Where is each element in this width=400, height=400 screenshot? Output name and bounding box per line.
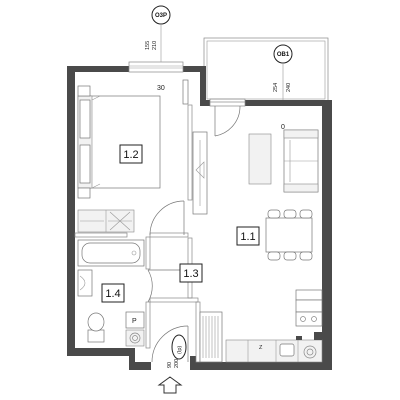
window-ob1-code: OB1 [277,52,290,58]
entrance-door-height: 200 [174,359,180,368]
room-tag-1-2: 1.2 [119,144,143,164]
living-furniture [192,129,319,261]
bathroom-furniture [77,239,180,347]
room-tag-1-4: 1.4 [101,283,125,303]
window-ob1-height-bottom: 240 [286,83,292,92]
washer-label: Z [259,345,263,351]
window-ob1-marker: OB1 254 240 0 [273,44,293,131]
room-label-1-3: 1.3 [183,268,198,280]
entrance-door-marker: (Ip) 90 200 [167,334,187,368]
window-o3p-height-top: 155 [145,41,151,50]
window-o3p-code: O3P [155,13,167,19]
room-label-1-1: 1.1 [240,231,255,243]
entrance-door-width: 90 [167,362,173,368]
window-o3p-frame [128,61,184,73]
hall-wardrobe [151,311,223,363]
window-o3p-marker: O3P 155 210 30 [145,5,171,92]
window-ob1-height-top: 254 [273,83,279,92]
window-o3p-sill: 30 [157,85,165,92]
exterior-walls [67,66,332,370]
pantry-label: P [132,318,137,325]
balcony-door-ob1 [209,98,246,137]
entrance-arrow-icon [157,376,183,394]
bedroom-furniture [77,79,189,236]
room-tag-1-3: 1.3 [179,263,203,283]
room-label-1-4: 1.4 [105,288,120,300]
room-tag-1-1: 1.1 [236,226,260,246]
kitchen-furniture [225,289,323,363]
window-ob1-sill: 0 [281,124,285,131]
entrance-door-note: (Ip) [177,346,183,354]
balcony [203,37,329,103]
room-label-1-2: 1.2 [123,149,138,161]
window-o3p-height-bottom: 210 [152,41,158,50]
